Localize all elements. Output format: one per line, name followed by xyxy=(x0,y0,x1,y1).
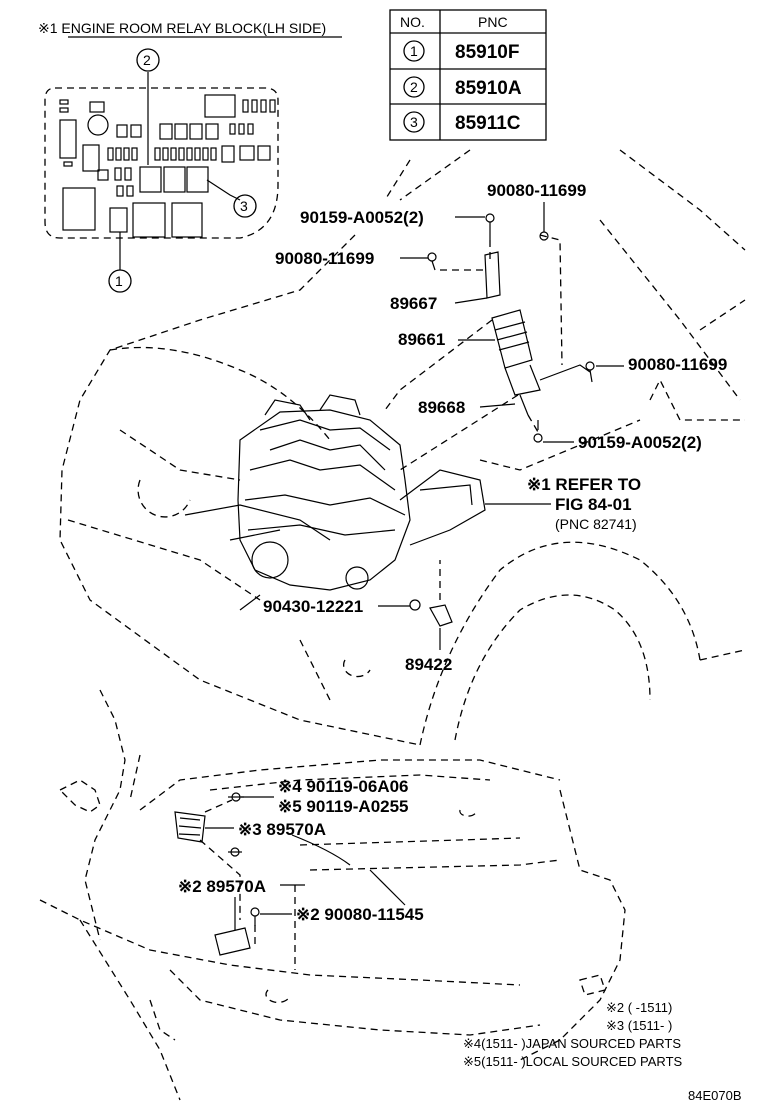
label-refer-line1: ※1 REFER TO xyxy=(527,475,641,494)
label-90080-11545: ※2 90080-11545 xyxy=(296,905,424,924)
note-2: ※2 ( -1511) xyxy=(606,1000,672,1015)
label-89422: 89422 xyxy=(405,655,452,674)
table-row-no: 3 xyxy=(410,114,418,130)
label-89668: 89668 xyxy=(418,398,465,417)
relay-block-inset: ※1 ENGINE ROOM RELAY BLOCK(LH SIDE) xyxy=(38,20,342,293)
table-row-no: 2 xyxy=(410,79,418,95)
label-90159-top: 90159-A0052(2) xyxy=(300,208,424,227)
engine-illustration xyxy=(184,394,486,591)
table-row-no: 1 xyxy=(410,43,418,59)
label-refer-line2: FIG 84-01 xyxy=(555,495,632,514)
figure-id: 84E070B xyxy=(688,1088,742,1103)
part-labels-rear: ※4 90119-06A06 ※5 90119-A0255 ※3 89570A … xyxy=(178,777,424,930)
callout-2: 2 xyxy=(143,52,151,68)
pnc-table: NO. PNC 1 85910F 2 85910A 3 85911C xyxy=(389,9,547,141)
label-89570a-3: ※3 89570A xyxy=(238,820,326,839)
table-row-pnc: 85910A xyxy=(455,78,522,99)
label-90119-06a06: ※4 90119-06A06 xyxy=(278,777,409,796)
table-header-pnc: PNC xyxy=(478,14,508,30)
label-90080-left: 90080-11699 xyxy=(275,249,374,268)
label-90430: 90430-12221 xyxy=(263,597,363,616)
callout-1: 1 xyxy=(115,273,123,289)
label-90159-bottom: 90159-A0052(2) xyxy=(578,433,702,452)
label-refer-line3: (PNC 82741) xyxy=(555,516,637,532)
front-vehicle-outline xyxy=(59,149,746,746)
label-90119-a0255: ※5 90119-A0255 xyxy=(278,797,409,816)
inset-title: ※1 ENGINE ROOM RELAY BLOCK(LH SIDE) xyxy=(38,20,326,36)
sensor-assembly xyxy=(409,213,595,627)
label-90080-top: 90080-11699 xyxy=(487,181,586,200)
part-labels-upper: 90080-11699 90159-A0052(2) 90080-11699 8… xyxy=(239,181,727,674)
note-3: ※3 (1511- ) xyxy=(606,1018,672,1033)
label-89661: 89661 xyxy=(398,330,445,349)
table-row-pnc: 85911C xyxy=(455,113,521,134)
table-header-no: NO. xyxy=(400,14,425,30)
label-89570a-2: ※2 89570A xyxy=(178,877,266,896)
table-row-pnc: 85910F xyxy=(455,42,519,63)
note-4: ※4(1511- )JAPAN SOURCED PARTS xyxy=(463,1036,681,1051)
footnotes: ※2 ( -1511) ※3 (1511- ) ※4(1511- )JAPAN … xyxy=(463,1000,742,1103)
note-5: ※5(1511- )LOCAL SOURCED PARTS xyxy=(463,1054,683,1069)
label-90080-right: 90080-11699 xyxy=(628,355,727,374)
relay-block-illustration xyxy=(59,94,276,238)
label-89667: 89667 xyxy=(390,294,437,313)
rear-sensor-parts xyxy=(174,792,260,956)
rear-vehicle-outline xyxy=(39,689,626,1101)
callout-3: 3 xyxy=(240,198,248,214)
